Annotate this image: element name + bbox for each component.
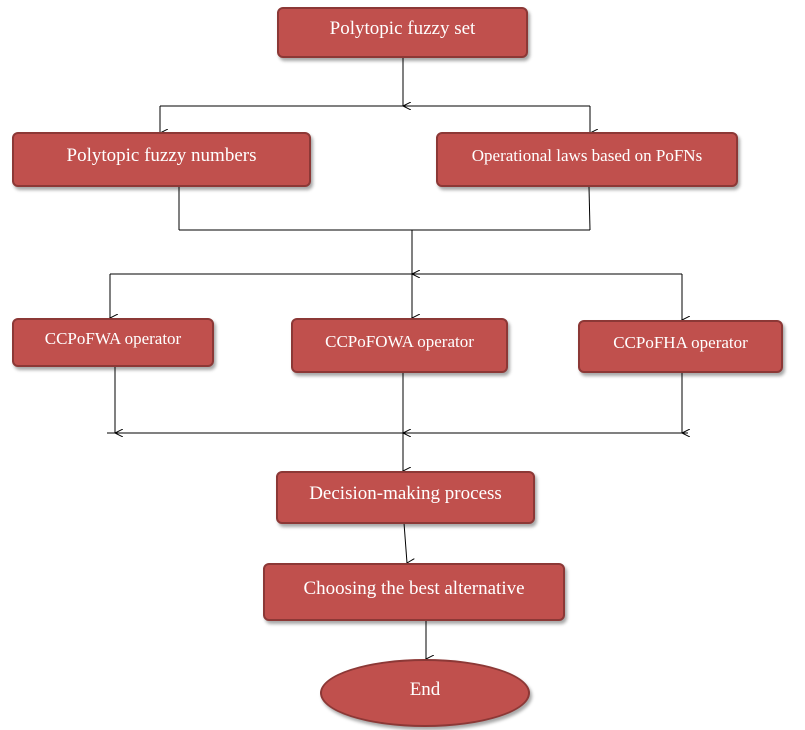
node-ccpofwa-operator-label: CCPoFWA operator <box>44 329 182 348</box>
node-ccpofowa-operator-label: CCPoFOWA operator <box>325 332 474 351</box>
node-decision-making-process: Decision-making process <box>276 471 535 524</box>
node-operational-laws: Operational laws based on PoFNs <box>436 132 738 187</box>
connector-laws-down <box>588 186 591 231</box>
node-polytopic-fuzzy-set-label: Polytopic fuzzy set <box>329 18 476 39</box>
node-polytopic-fuzzy-numbers-label: Polytopic fuzzy numbers <box>66 145 257 166</box>
node-ccpofha-operator: CCPoFHA operator <box>578 320 783 373</box>
node-end-label: End <box>409 678 441 700</box>
node-polytopic-fuzzy-numbers: Polytopic fuzzy numbers <box>12 132 311 187</box>
node-decision-making-process-label: Decision-making process <box>309 483 502 504</box>
node-choosing-best-alternative: Choosing the best alternative <box>263 563 565 621</box>
node-ccpofowa-operator: CCPoFOWA operator <box>291 318 508 373</box>
node-end: End <box>320 659 530 727</box>
node-operational-laws-label: Operational laws based on PoFNs <box>471 146 703 165</box>
node-polytopic-fuzzy-set: Polytopic fuzzy set <box>277 7 528 58</box>
node-ccpofha-operator-label: CCPoFHA operator <box>613 333 748 352</box>
node-choosing-best-alternative-label: Choosing the best alternative <box>303 577 525 599</box>
node-ccpofwa-operator: CCPoFWA operator <box>12 318 214 367</box>
arrow-to-best <box>403 522 407 563</box>
